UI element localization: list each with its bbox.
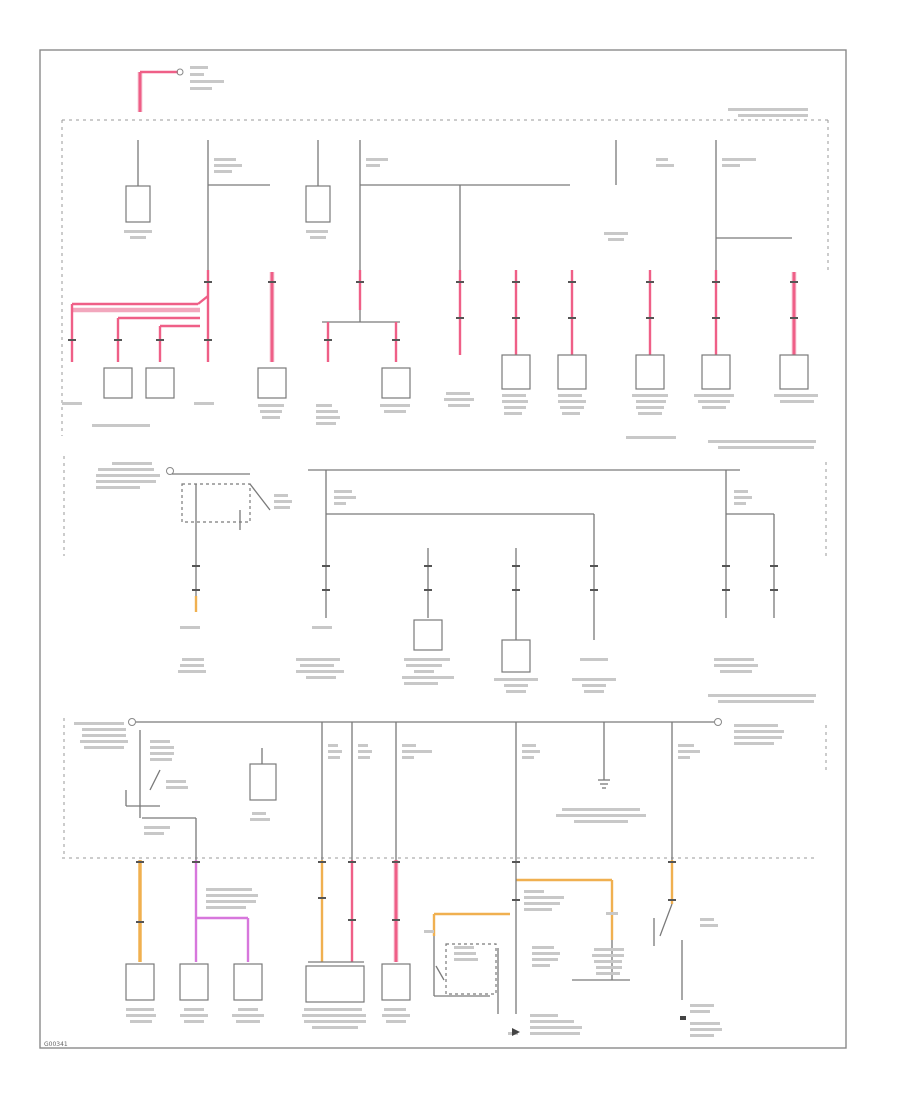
internal-fuse-labels	[124, 158, 756, 241]
middle-bus-labels	[334, 490, 752, 505]
component-box-e	[635, 354, 665, 390]
component-box-f	[701, 354, 731, 390]
diagram-page-id: G00341	[44, 1041, 68, 1048]
switch-cluster-labels	[424, 890, 624, 1035]
bottom-component-labels	[126, 1008, 410, 1029]
component-box-h	[413, 619, 443, 651]
component-labels-row-2	[178, 626, 816, 703]
component-box-g	[779, 354, 809, 390]
internal-fuse-1	[125, 185, 151, 223]
internal-fuse-2	[305, 185, 331, 223]
component-labels-row-1	[62, 392, 818, 449]
component-box-i	[501, 639, 531, 673]
connector-marks-row-2	[192, 565, 778, 591]
component-box-b	[381, 367, 411, 399]
fuel-injector-2	[103, 367, 133, 399]
lower-fuse-box	[249, 763, 277, 801]
component-box-d	[557, 354, 587, 390]
relay-center-section	[63, 456, 827, 703]
bottom-component-4	[305, 965, 365, 1003]
switch-box	[445, 943, 497, 995]
relay-label	[274, 494, 292, 509]
bottom-component-5	[381, 963, 411, 1001]
violet-feed-label	[206, 888, 258, 909]
lower-fuse-block-section	[62, 718, 827, 860]
lower-section-top-label	[74, 722, 784, 749]
diagram-frame	[39, 49, 847, 1049]
battery-feed-label	[190, 66, 224, 90]
horn-switch-labels	[690, 918, 722, 1037]
connector-marks-row-4	[136, 861, 676, 923]
fuse-block-top-label	[728, 108, 808, 117]
bottom-component-1	[125, 963, 155, 1001]
bottom-components-section	[125, 860, 722, 1037]
component-box-a	[257, 367, 287, 399]
component-box-c	[501, 354, 531, 390]
relay-section-top-label	[96, 462, 160, 489]
underhood-fuse-block-section	[61, 66, 829, 449]
relay-box	[181, 483, 251, 523]
fuel-injector-3	[145, 367, 175, 399]
bottom-component-3	[233, 963, 263, 1001]
lower-bus-labels	[144, 740, 700, 835]
bottom-component-2	[179, 963, 209, 1001]
connector-marks-row-1	[68, 281, 798, 341]
